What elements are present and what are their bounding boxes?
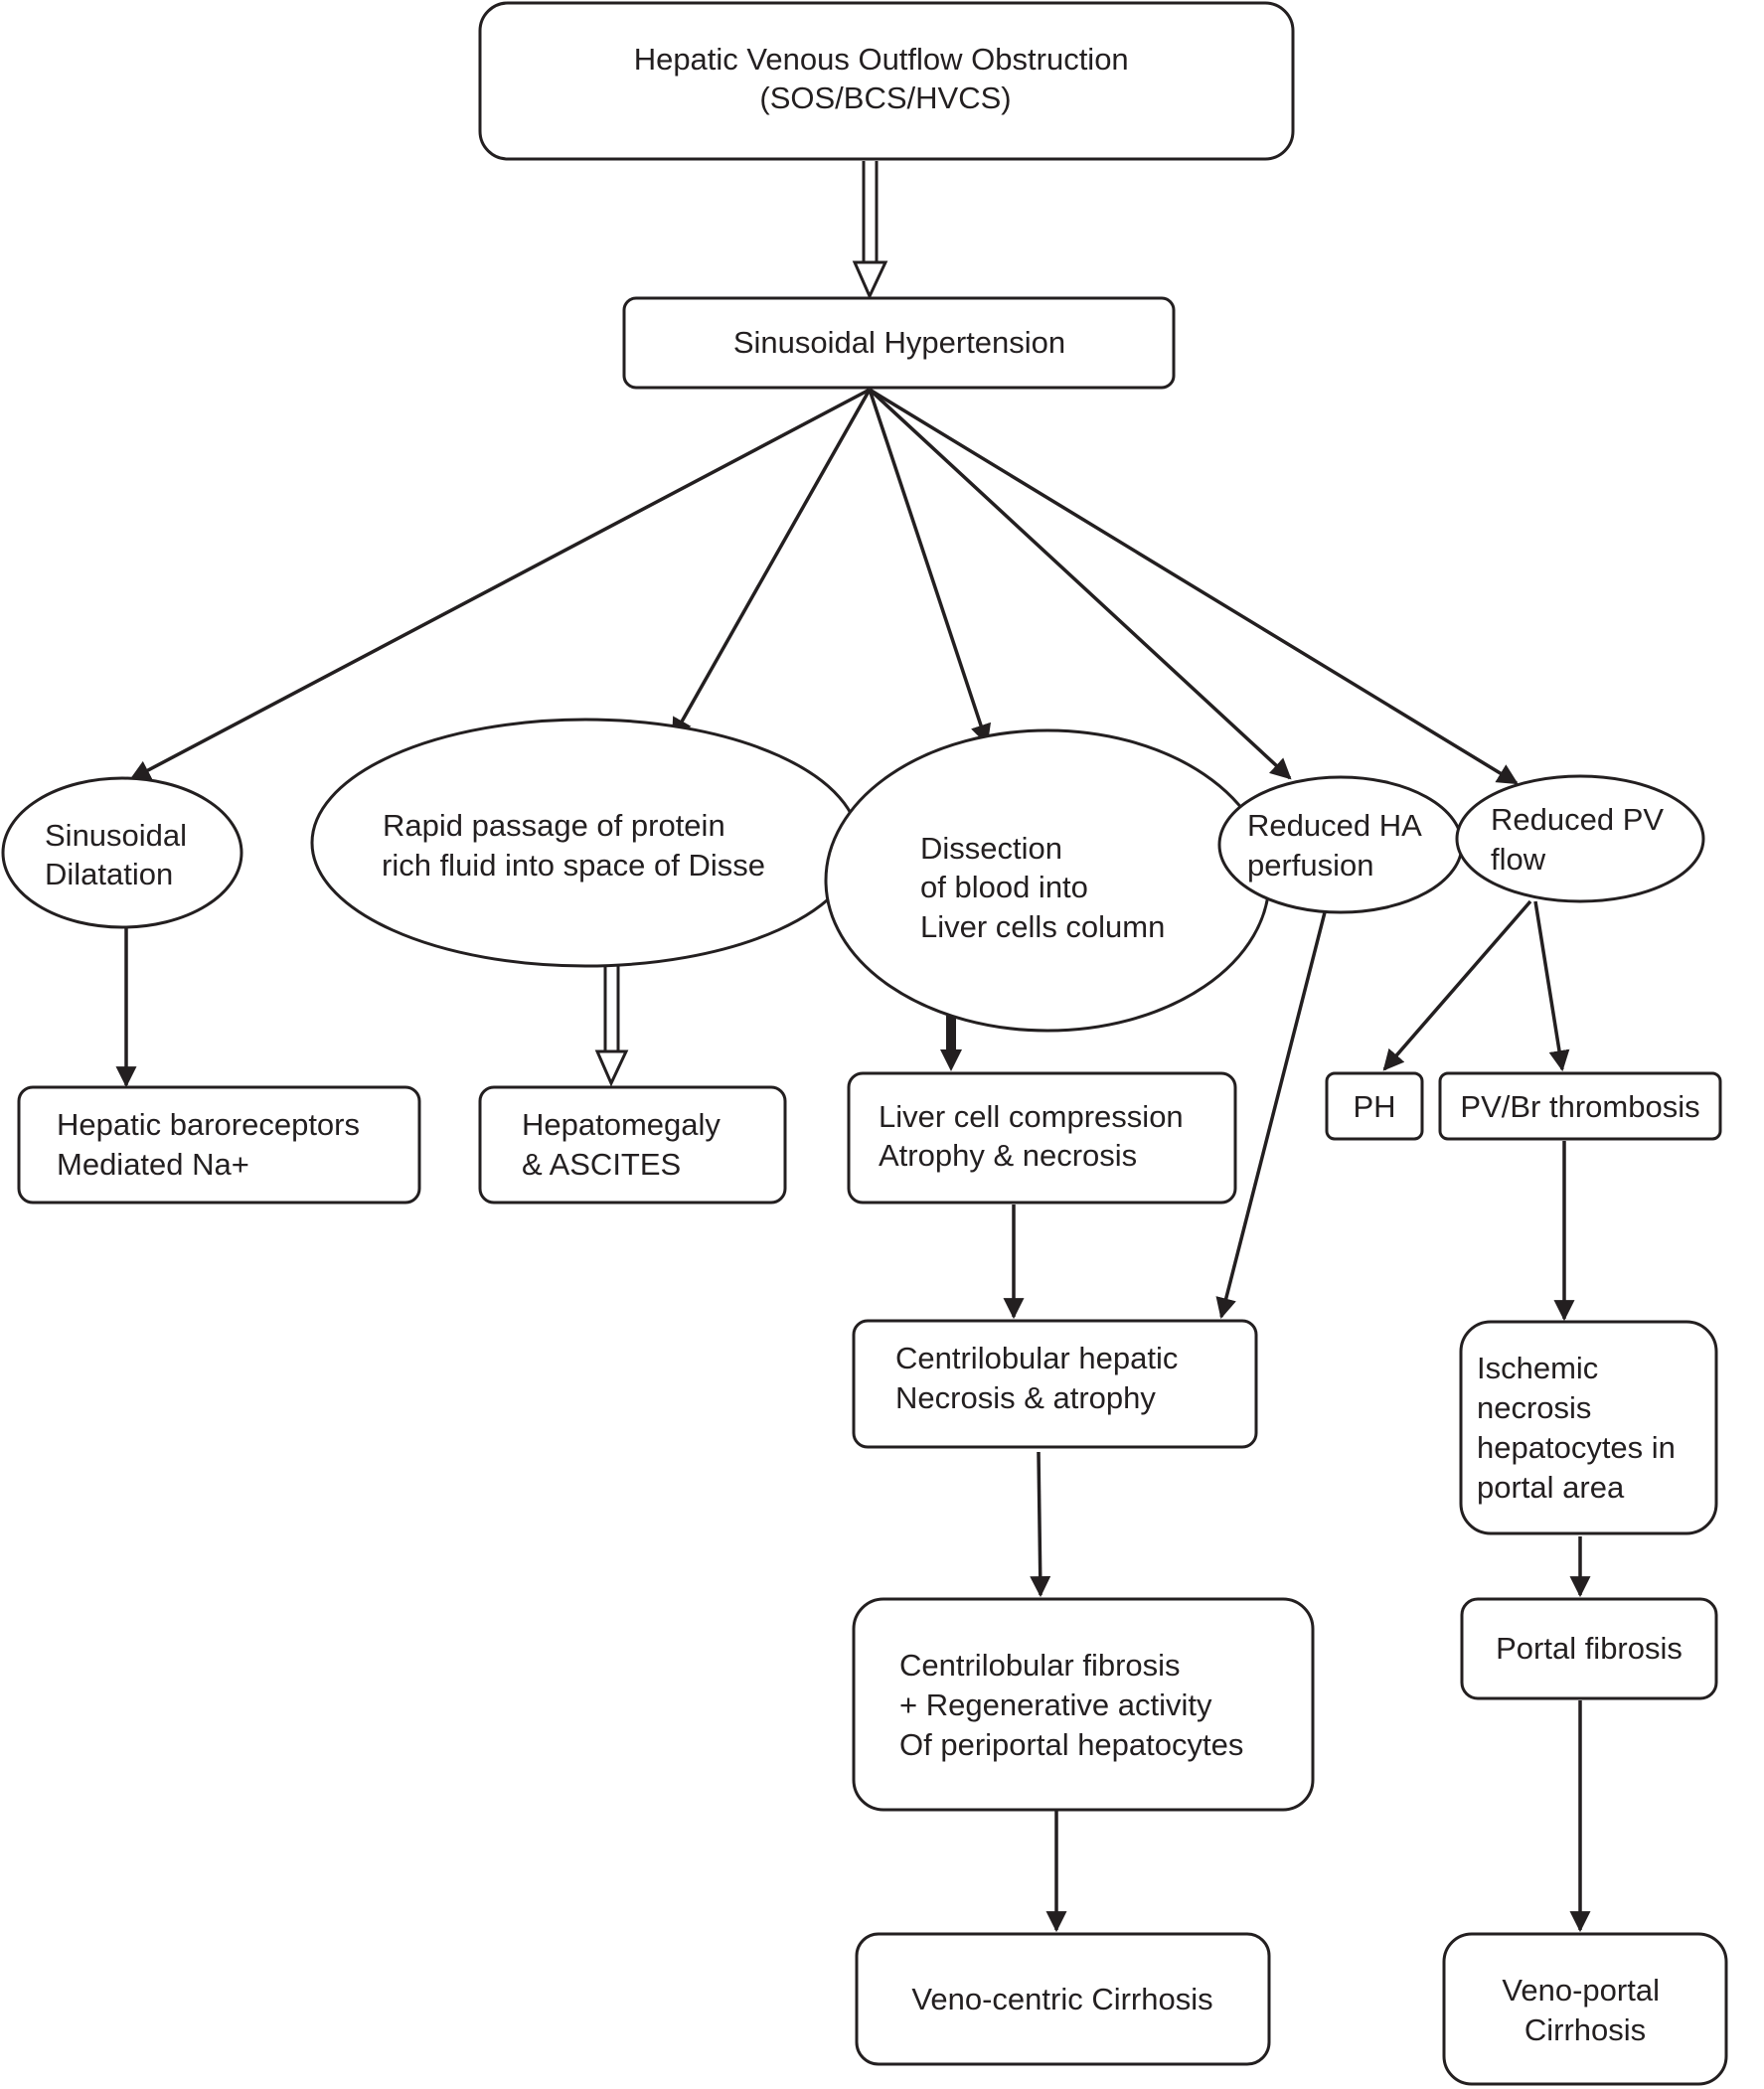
node-hepatic-baroreceptors-line-1: Hepatic baroreceptors: [57, 1107, 360, 1142]
node-reduced-ha-perfusion-line-2: perfusion: [1247, 848, 1374, 883]
node-sinusoidal-dilatation-text: Sinusoidal Dilatation: [45, 818, 196, 891]
node-centrilobular-fibrosis-text: Centrilobular fibrosis + Regenerative ac…: [899, 1648, 1243, 1762]
node-ph-line-1: PH: [1353, 1089, 1395, 1124]
node-veno-centric-cirrhosis: Veno-centric Cirrhosis: [855, 1932, 1271, 2066]
node-hepatic-baroreceptors-text: Hepatic baroreceptors Mediated Na+: [57, 1107, 369, 1182]
node-pv-br-thrombosis-text: PV/Br thrombosis: [1460, 1089, 1699, 1124]
edge-hypertension-to-reduced-ha: [868, 388, 1292, 780]
node-portal-fibrosis-line-1: Portal fibrosis: [1496, 1631, 1683, 1666]
node-reduced-ha-perfusion-text: Reduced HA perfusion: [1247, 808, 1429, 883]
node-centrilobular-fibrosis-line-3: Of periportal hepatocytes: [899, 1727, 1243, 1762]
edge-rapid-passage-to-hepatomegaly: [594, 966, 629, 1087]
node-veno-portal-cirrhosis-line-2: Cirrhosis: [1524, 2012, 1646, 2047]
node-veno-centric-cirrhosis-text: Veno-centric Cirrhosis: [911, 1982, 1212, 2016]
edge-reduced-ha-to-centrilobular-necrosis: [1215, 911, 1327, 1320]
edge-outflow-to-sinusoidal-hypertension: [852, 161, 888, 300]
node-outflow-obstruction: Hepatic Venous Outflow Obstruction (SOS/…: [478, 1, 1295, 161]
node-rapid-passage-text: Rapid passage of protein rich fluid into…: [382, 808, 765, 883]
node-outflow-obstruction-text: Hepatic Venous Outflow Obstruction (SOS/…: [634, 42, 1138, 115]
node-ischemic-necrosis-line-4: portal area: [1477, 1470, 1625, 1505]
edge-dissection-to-compression: [940, 1016, 962, 1071]
node-reduced-ha-perfusion-line-1: Reduced HA: [1247, 808, 1422, 843]
node-hepatic-baroreceptors-line-2: Mediated Na+: [57, 1147, 249, 1182]
node-rapid-passage-line-2: rich fluid into space of Disse: [382, 848, 765, 883]
edge-hypertension-to-dissection: [868, 389, 992, 745]
node-liver-cell-compression-line-1: Liver cell compression: [879, 1099, 1184, 1134]
nodes: Hepatic Venous Outflow Obstruction (SOS/…: [1, 1, 1728, 2086]
node-ischemic-necrosis-line-2: necrosis: [1477, 1390, 1591, 1425]
node-hepatic-baroreceptors: Hepatic baroreceptors Mediated Na+: [17, 1085, 421, 1205]
node-dissection-line-3: Liver cells column: [920, 909, 1165, 944]
edge-hypertension-to-dilatation: [129, 388, 871, 781]
node-dissection: Dissection of blood into Liver cells col…: [824, 728, 1271, 1033]
node-reduced-pv-flow-line-1: Reduced PV: [1491, 802, 1664, 837]
node-dissection-line-2: of blood into: [920, 870, 1088, 904]
node-centrilobular-necrosis-line-1: Centrilobular hepatic: [895, 1341, 1178, 1375]
node-reduced-ha-perfusion: Reduced HA perfusion: [1217, 775, 1464, 914]
node-pv-br-thrombosis-line-1: PV/Br thrombosis: [1460, 1089, 1699, 1124]
node-reduced-pv-flow-line-2: flow: [1491, 842, 1546, 877]
node-outflow-obstruction-line-1: Hepatic Venous Outflow Obstruction: [634, 42, 1129, 77]
node-portal-fibrosis: Portal fibrosis: [1460, 1597, 1718, 1700]
node-veno-portal-cirrhosis-text: Veno-portal Cirrhosis: [1502, 1973, 1668, 2047]
node-hepatomegaly-line-2: & ASCITES: [522, 1147, 681, 1182]
node-ph: PH: [1325, 1071, 1424, 1141]
node-sinusoidal-hypertension: Sinusoidal Hypertension: [622, 296, 1176, 390]
node-veno-portal-cirrhosis-line-1: Veno-portal: [1502, 1973, 1660, 2008]
node-centrilobular-fibrosis-line-1: Centrilobular fibrosis: [899, 1648, 1181, 1683]
node-hepatomegaly-text: Hepatomegaly & ASCITES: [522, 1107, 729, 1182]
node-sinusoidal-dilatation-line-2: Dilatation: [45, 857, 173, 891]
node-sinusoidal-hypertension-text: Sinusoidal Hypertension: [733, 325, 1065, 360]
edge-reduced-pv-to-ph: [1382, 899, 1532, 1071]
node-sinusoidal-hypertension-line-1: Sinusoidal Hypertension: [733, 325, 1065, 360]
node-hepatomegaly: Hepatomegaly & ASCITES: [478, 1085, 787, 1205]
node-centrilobular-fibrosis: Centrilobular fibrosis + Regenerative ac…: [852, 1597, 1315, 1812]
node-centrilobular-necrosis: Centrilobular hepatic Necrosis & atrophy: [852, 1319, 1258, 1449]
node-ischemic-necrosis-text: Ischemic necrosis hepatocytes in portal …: [1477, 1351, 1684, 1505]
node-centrilobular-necrosis-line-2: Necrosis & atrophy: [895, 1380, 1156, 1415]
edge-centrilobular-necrosis-to-fibrosis: [1030, 1451, 1051, 1598]
node-centrilobular-necrosis-text: Centrilobular hepatic Necrosis & atrophy: [895, 1341, 1187, 1415]
node-ischemic-necrosis-line-3: hepatocytes in: [1477, 1430, 1676, 1465]
node-liver-cell-compression: Liver cell compression Atrophy & necrosi…: [847, 1071, 1237, 1205]
node-outflow-obstruction-line-2: (SOS/BCS/HVCS): [759, 80, 1011, 115]
node-dissection-line-1: Dissection: [920, 831, 1062, 866]
node-sinusoidal-dilatation-line-1: Sinusoidal: [45, 818, 187, 853]
node-ischemic-necrosis-line-1: Ischemic: [1477, 1351, 1598, 1385]
node-hepatomegaly-line-1: Hepatomegaly: [522, 1107, 721, 1142]
node-portal-fibrosis-text: Portal fibrosis: [1496, 1631, 1683, 1666]
node-veno-portal-cirrhosis: Veno-portal Cirrhosis: [1442, 1932, 1728, 2086]
node-rapid-passage-line-1: Rapid passage of protein: [383, 808, 725, 843]
node-liver-cell-compression-text: Liver cell compression Atrophy & necrosi…: [879, 1099, 1192, 1173]
node-sinusoidal-dilatation: Sinusoidal Dilatation: [1, 776, 243, 929]
node-centrilobular-fibrosis-line-2: + Regenerative activity: [899, 1687, 1212, 1722]
node-liver-cell-compression-line-2: Atrophy & necrosis: [879, 1138, 1137, 1173]
node-reduced-pv-flow-text: Reduced PV flow: [1491, 802, 1673, 877]
edges: [115, 161, 1591, 1933]
node-pv-br-thrombosis: PV/Br thrombosis: [1438, 1071, 1722, 1141]
node-veno-centric-cirrhosis-line-1: Veno-centric Cirrhosis: [911, 1982, 1212, 2016]
edge-hypertension-to-rapid-passage: [671, 389, 872, 739]
node-ischemic-necrosis: Ischemic necrosis hepatocytes in portal …: [1459, 1320, 1718, 1535]
edge-hypertension-to-reduced-pv: [869, 388, 1519, 785]
node-reduced-pv-flow: Reduced PV flow: [1455, 774, 1705, 903]
node-rapid-passage: Rapid passage of protein rich fluid into…: [310, 718, 861, 968]
node-dissection-text: Dissection of blood into Liver cells col…: [920, 831, 1165, 944]
edge-reduced-pv-to-thrombosis: [1533, 900, 1570, 1072]
node-ph-text: PH: [1353, 1089, 1395, 1124]
